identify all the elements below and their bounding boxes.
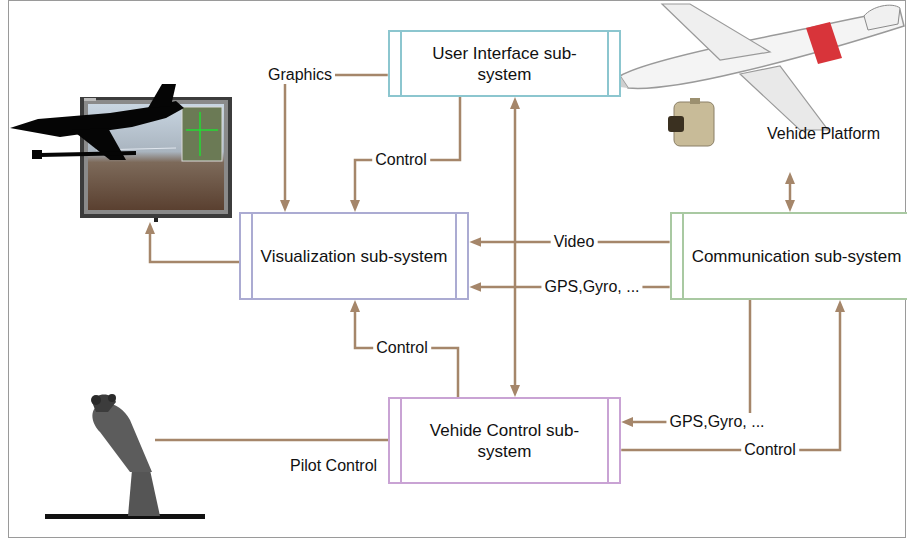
subsystem-box: Vehide Control sub-system [388,397,622,484]
subsystem-box: Visualization sub-system [239,212,470,300]
edge-label: Control [741,441,799,459]
box-bar [682,214,684,298]
edge-label: Control [373,339,431,357]
edge-label: Video [551,233,598,251]
box-label: User Interface sub-system [390,43,620,85]
joystick [45,394,205,519]
box-bar [251,214,253,298]
pilot-line [155,439,420,442]
output-line [150,230,250,262]
edge-label: Control [372,151,430,169]
box-label: Vehide Control sub-system [390,420,620,462]
edge-label: Graphics [265,66,335,84]
connector [514,105,517,389]
connector [629,300,750,422]
edge-label: GPS,Gyro, ... [541,278,642,296]
subsystem-box: User Interface sub-system [388,30,622,97]
edge-label: GPS,Gyro, ... [666,413,767,431]
jet-silhouette [10,84,184,160]
box-bar [455,214,457,298]
connector [621,308,840,450]
platform-link [789,180,792,204]
box-bar [607,399,609,482]
platform-label: Vehide Platform [767,125,880,143]
subsystem-box: Communication sub-system [670,212,907,300]
connector [355,308,458,397]
connector [285,75,388,204]
connector [355,97,460,204]
camera-gimbal [668,98,714,146]
pilot-label: Pilot Control [290,457,377,475]
box-label: Visualization sub-system [241,246,468,267]
box-bar [607,32,609,95]
uav-aircraft [612,4,904,130]
box-bar [400,32,402,95]
box-label: Communication sub-system [672,246,907,267]
box-bar [400,399,402,482]
